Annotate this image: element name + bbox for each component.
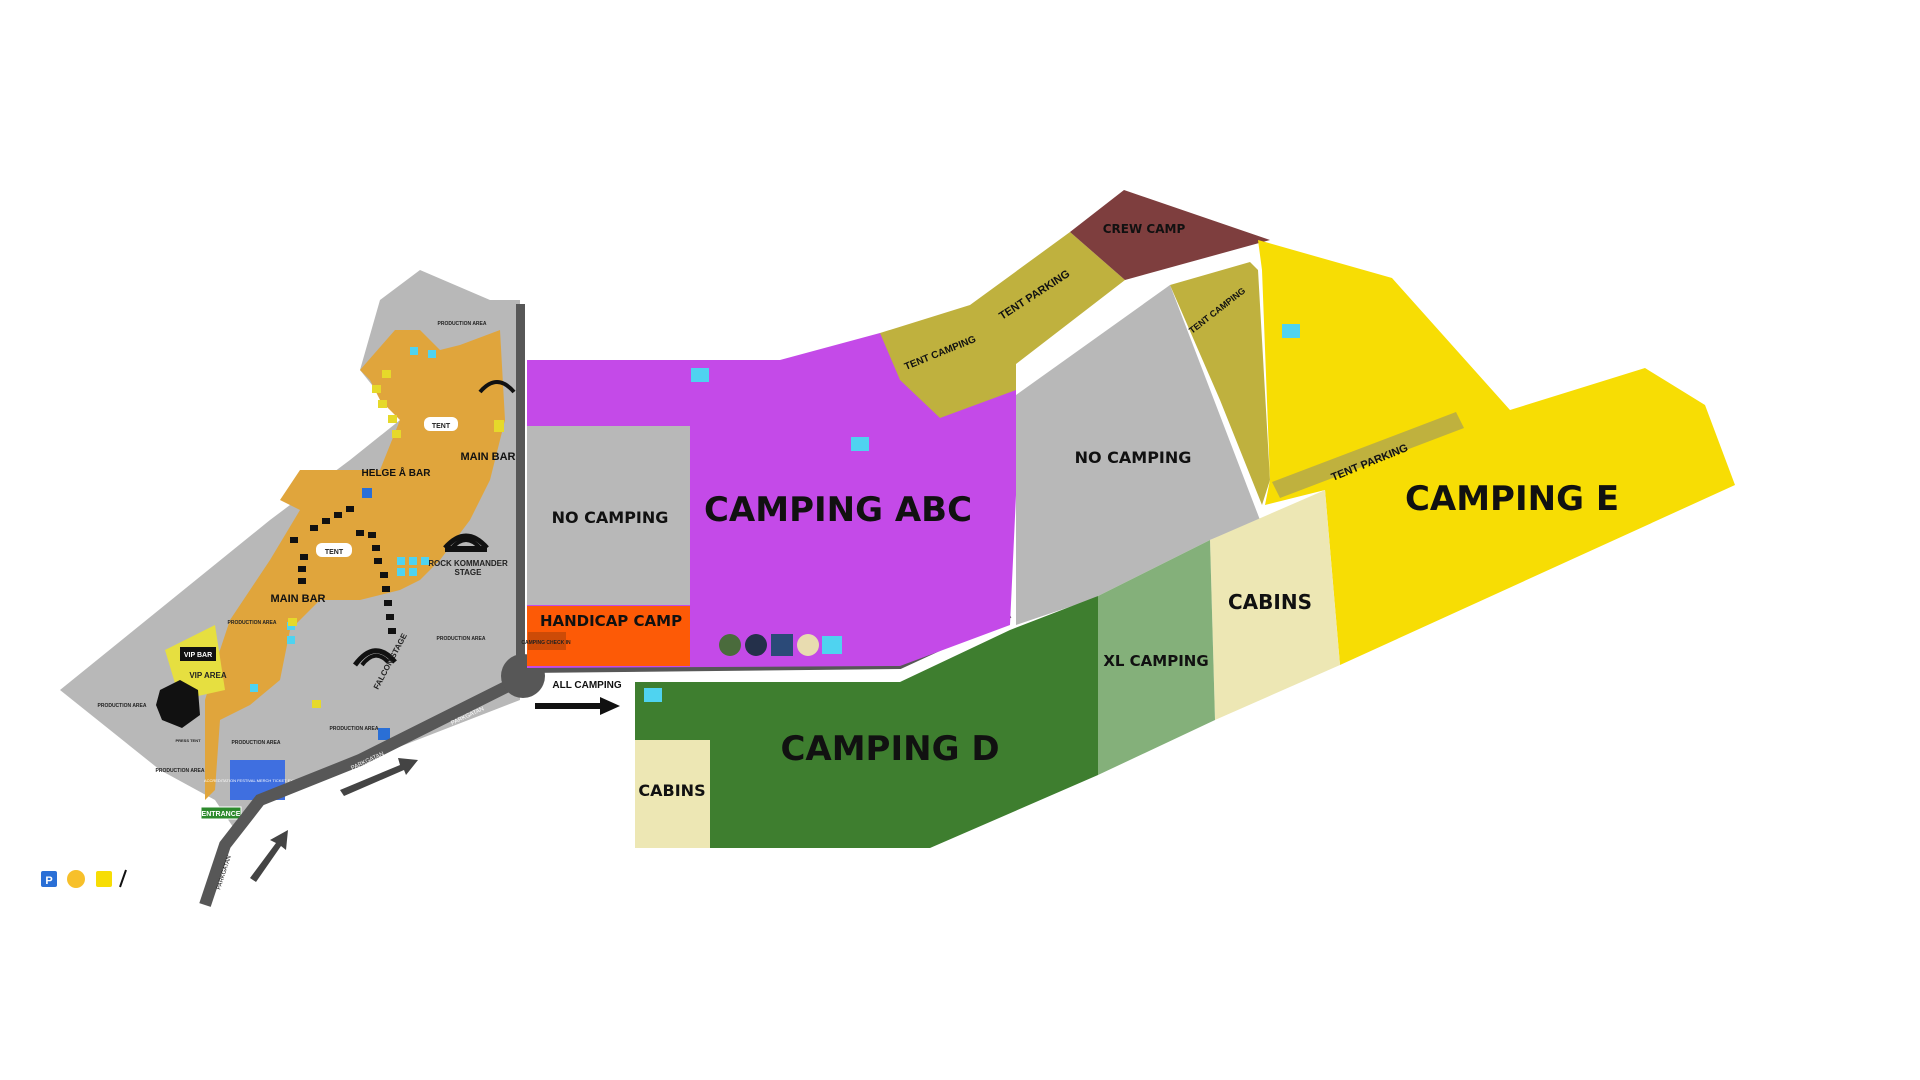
camping-abc-label: CAMPING ABC [704,490,972,530]
handicap-camp-area [527,606,690,666]
rock-kommander-stage-icon [443,533,489,552]
vip-bar-sign [180,647,216,661]
camping-e-area [1258,240,1735,665]
entrance-sign [200,806,242,820]
no-camping-north-area [1016,285,1260,625]
all-camping-arrow [535,697,620,715]
camping-abc-zone [527,333,1016,668]
road-parkgatan [199,674,523,907]
no-camping-north-label: NO CAMPING [1075,448,1192,467]
toilet-icon-abc-2 [851,437,869,451]
main-bar-label-north: MAIN BAR [461,451,516,463]
food-stall-icons [290,506,396,634]
cabins-east-label: CABINS [1228,590,1312,614]
press-tent-label: PRESS TENT [175,738,201,743]
legend-icons: P [41,869,127,888]
vip-bar-label: VIP BAR [184,652,212,659]
cabins-small-area [635,740,710,848]
production-area-label-7: PRODUCTION AREA [156,768,205,774]
accessibility-icon-north [362,488,372,498]
tent-north [424,417,458,431]
festival-grounds: VIP BAR VIP AREA ACCREDITATION FESTIVAL … [60,270,520,830]
divider-icon [119,869,127,888]
main-bar-label-south: MAIN BAR [271,593,326,605]
camping-check-in-label: CAMPING CHECK IN [521,640,571,646]
crew-camp-label: CREW CAMP [1103,222,1186,236]
no-camping-west-label: NO CAMPING [552,508,669,527]
bus-icon [67,870,85,888]
production-area-label-1: PRODUCTION AREA [438,321,487,327]
toilet-icon-e [1282,324,1300,338]
production-area-label-4: PRODUCTION AREA [98,703,147,709]
svg-text:P: P [45,875,52,887]
production-area-label-3: PRODUCTION AREA [437,636,486,642]
tent-parking-strip [1272,412,1464,498]
accreditation-label: ACCREDITATION FESTIVAL MERCH TICKET EXCH… [204,778,310,783]
cabins-east-area [1210,490,1340,720]
entrance-label: ENTRANCE [202,811,241,818]
toilet-icon-abc-1 [691,368,709,382]
handicap-camp-label: HANDICAP CAMP [540,612,682,630]
crew-camp-area [1070,190,1270,280]
camping-check-in-sign [528,632,566,650]
production-area-label-2: PRODUCTION AREA [228,620,277,626]
road-vertical [516,304,525,684]
xl-camping-label: XL CAMPING [1103,652,1208,670]
rock-kommander-label: ROCK KOMMANDER [428,559,508,568]
accessibility-icon-south [378,728,390,740]
cabins-small-label: CABINS [638,781,705,800]
tent-south-label: TENT [325,549,344,556]
festival-main-area [205,330,505,800]
taxi-icon [96,871,112,887]
tent-north-label: TENT [432,423,451,430]
toilet-icon-d [644,688,662,702]
parking-icon [41,871,57,887]
bar-icons [288,370,504,708]
vip-area-label: VIP AREA [189,671,227,680]
no-camping-west-area [527,426,690,605]
vip-octagon-building [156,680,200,728]
camping-d-area [635,596,1098,848]
camping-abc-facility-icons [719,634,842,656]
camping-e-label: CAMPING E [1405,479,1619,519]
falcon-stage-icon [352,648,397,667]
tent-south [316,543,352,557]
xl-camping-area [1098,540,1215,775]
helge-a-bar-label: HELGE Å BAR [362,466,432,479]
all-camping-label: ALL CAMPING [552,680,621,691]
production-area-label-5: PRODUCTION AREA [232,740,281,746]
tent-camping-east-area [1170,262,1270,505]
small-stage-icon [478,380,516,394]
tent-camping-strip [880,232,1125,418]
camping-d-label: CAMPING D [780,729,999,769]
rock-kommander-stage-label: STAGE [455,568,483,577]
production-area-label-6: PRODUCTION AREA [330,726,379,732]
direction-arrows [250,697,620,882]
